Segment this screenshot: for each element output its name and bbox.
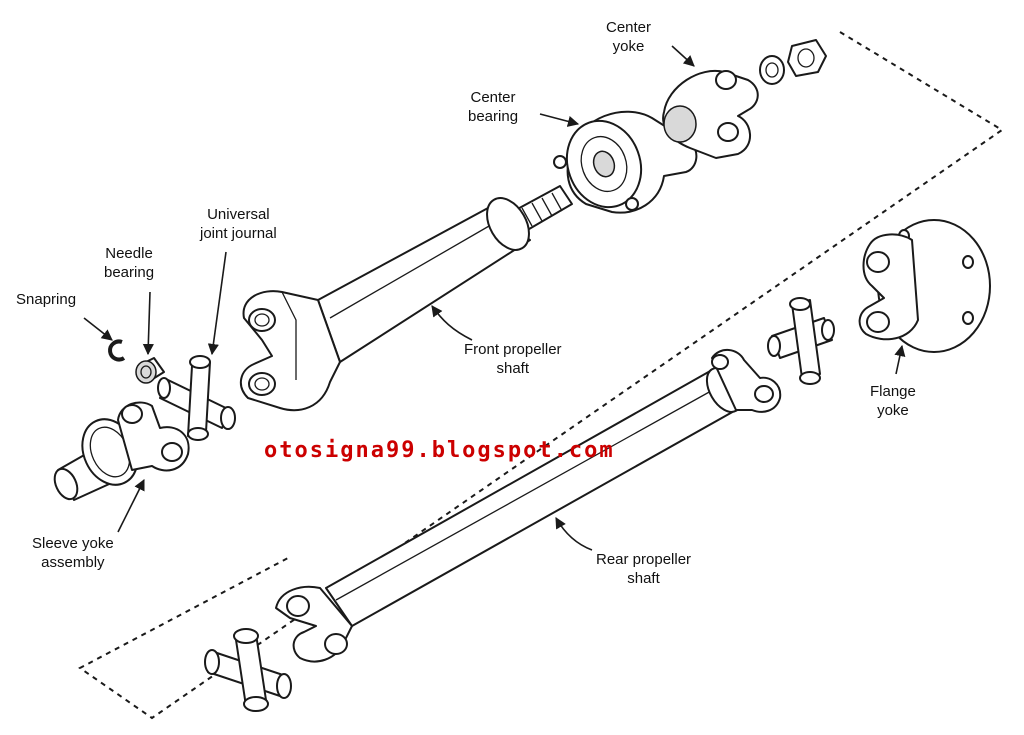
- rear-universal-joint-upper: [767, 297, 835, 385]
- sleeve-yoke-assembly-drawing: [53, 401, 190, 501]
- leader-sleeve-yoke-assembly: [117, 478, 145, 533]
- leader-center-yoke: [671, 45, 695, 67]
- watermark-text: otosigna99.blogspot.com: [264, 438, 615, 463]
- front-propeller-shaft-drawing: [239, 185, 573, 412]
- leader-center-bearing: [539, 113, 580, 127]
- label-snapring: Snapring: [16, 291, 77, 308]
- leader-universal-joint-journal: [207, 251, 227, 356]
- center-yoke-drawing: [662, 69, 759, 159]
- washer-and-nut-drawing: [759, 39, 827, 85]
- rear-universal-joint-lower: [204, 628, 292, 712]
- leader-front-propeller-shaft: [431, 305, 473, 341]
- leader-snapring: [83, 317, 113, 341]
- needle-bearing-drawing: [135, 357, 165, 384]
- leader-rear-propeller-shaft: [555, 517, 593, 551]
- leader-flange-yoke: [894, 344, 906, 375]
- assembly-outline: [78, 31, 1004, 720]
- flange-yoke-drawing: [858, 219, 991, 353]
- snapring-drawing: [108, 339, 126, 362]
- leader-needle-bearing: [142, 291, 154, 356]
- center-bearing-drawing: [553, 110, 698, 214]
- universal-joint-journal-drawing: [157, 355, 236, 441]
- rear-propeller-shaft-drawing: [275, 349, 782, 663]
